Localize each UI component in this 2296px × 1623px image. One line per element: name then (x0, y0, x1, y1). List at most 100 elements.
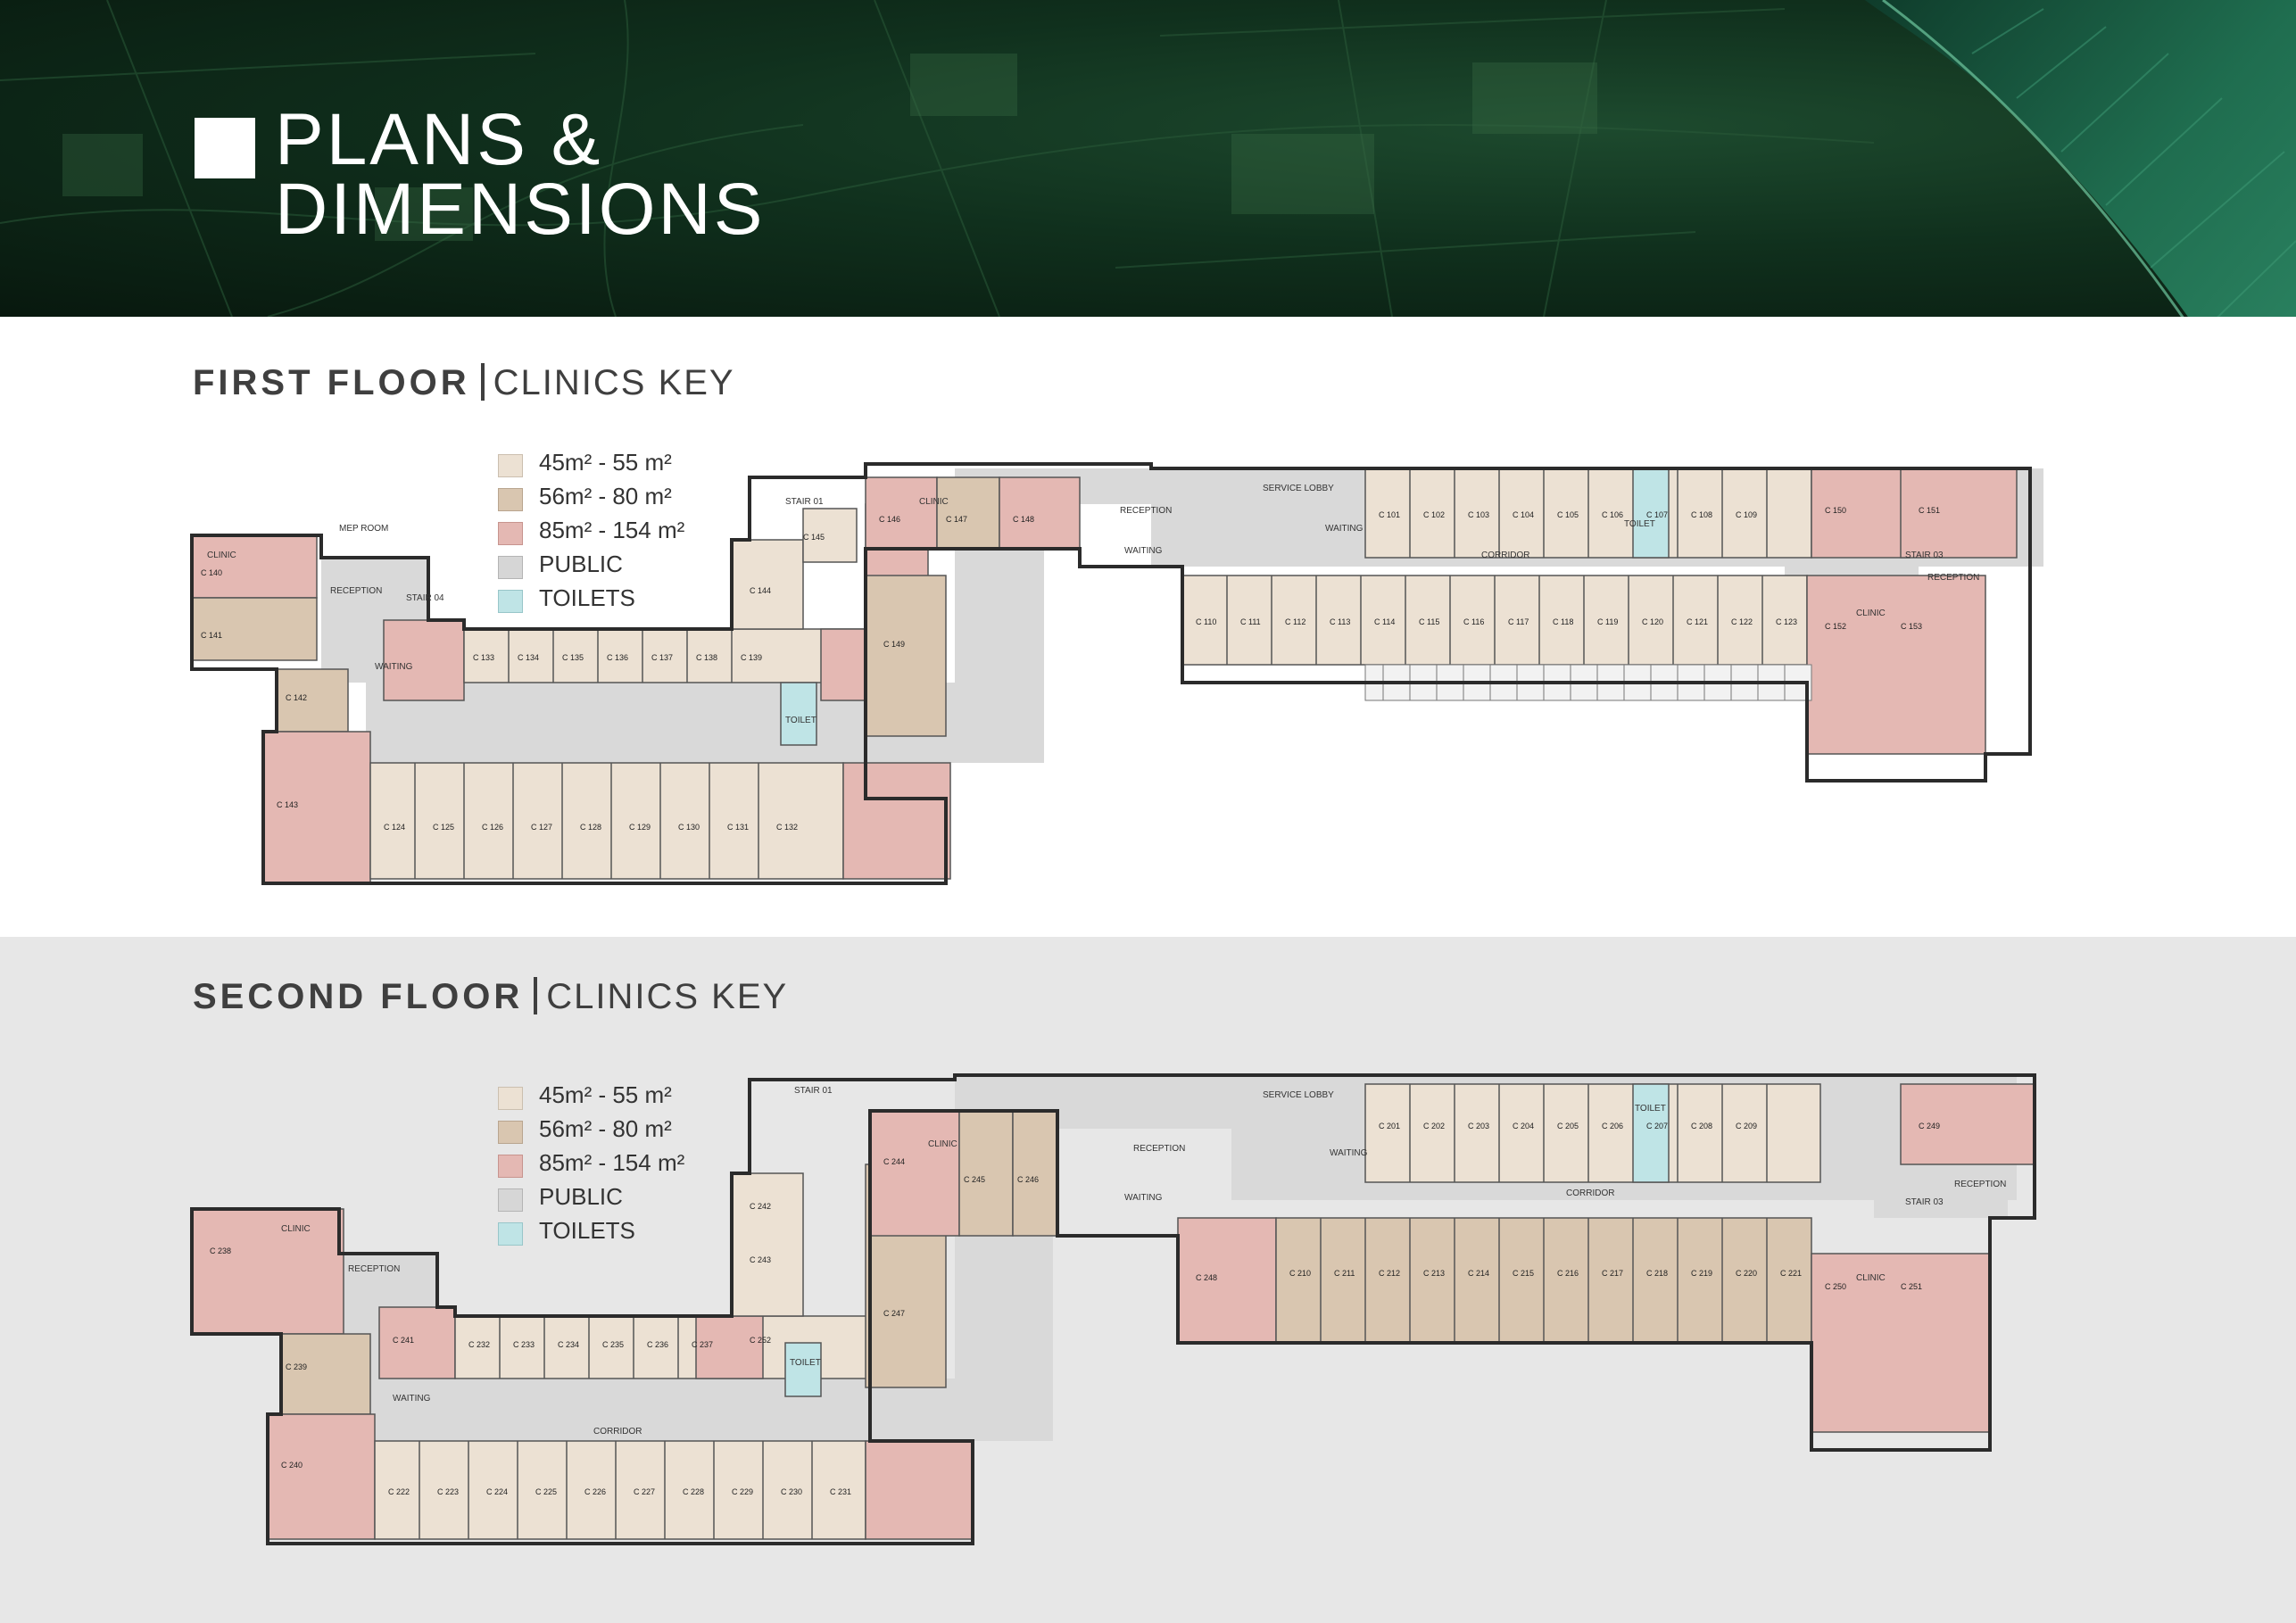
reception-label: RECEPTION (1133, 1144, 1185, 1154)
clinic-number-tag: C 111 (1240, 617, 1261, 626)
clinic-number-tag: C 151 (1919, 506, 1940, 515)
title-line-2: DIMENSIONS (275, 169, 766, 250)
clinic-number-tag: C 104 (1513, 510, 1534, 519)
clinic-number-tag: C 247 (883, 1309, 905, 1318)
clinics-key-label: CLINICS KEY (493, 363, 735, 402)
clinic-number-tag: C 146 (879, 515, 900, 524)
clinic-number-tag: C 229 (732, 1487, 753, 1496)
clinic-number-tag: C 141 (201, 631, 222, 640)
stair-01-label: STAIR 01 (794, 1086, 833, 1096)
legend-label: 45m² - 55 m² (539, 1081, 672, 1108)
clinic-number-tag: C 219 (1691, 1269, 1712, 1278)
clinic-number-tag: C 137 (651, 653, 673, 662)
legend-item: TOILETS (498, 584, 730, 618)
legend-label: 85m² - 154 m² (539, 517, 685, 543)
clinic-number-tag: C 119 (1597, 617, 1618, 626)
clinic-number-tag: C 107 (1646, 510, 1668, 519)
clinic-number-tag: C 139 (741, 653, 762, 662)
stair-03-label: STAIR 03 (1905, 1197, 1944, 1207)
clinic-number-tag: C 123 (1776, 617, 1797, 626)
legend-swatch (498, 590, 523, 613)
clinic-number-tag: C 127 (531, 823, 552, 832)
clinic-number-tag: C 112 (1285, 617, 1305, 626)
corridor-label: CORRIDOR (1566, 1188, 1614, 1198)
legend-item: PUBLIC (498, 1183, 730, 1217)
first-floor-legend: 45m² - 55 m² 56m² - 80 m² 85m² - 154 m² … (498, 449, 730, 618)
second-floor-legend: 45m² - 55 m² 56m² - 80 m² 85m² - 154 m² … (498, 1081, 730, 1251)
toilet-label: TOILET (1624, 519, 1655, 529)
clinic-number-tag: C 227 (634, 1487, 655, 1496)
header-band: PLANS & DIMENSIONS (0, 0, 2296, 317)
clinic-number-tag: C 102 (1423, 510, 1445, 519)
legend-item: PUBLIC (498, 551, 730, 584)
first-floor-plan: MEP ROOM RECEPTION STAIR 04 WAITING TOIL… (178, 415, 2052, 915)
legend-item: TOILETS (498, 1217, 730, 1251)
legend-label: 45m² - 55 m² (539, 449, 672, 476)
clinic-number-tag: C 142 (286, 693, 307, 702)
outer-walls (190, 462, 2032, 885)
clinic-number-tag: C 225 (535, 1487, 557, 1496)
reception-label: RECEPTION (330, 586, 382, 596)
waiting-label: WAITING (1124, 1193, 1163, 1203)
clinic-number-tag: C 234 (558, 1340, 579, 1349)
legend-swatch (498, 522, 523, 545)
toilet-label: TOILET (1635, 1104, 1666, 1114)
clinic-number-tag: C 231 (830, 1487, 851, 1496)
clinic-number-tag: C 215 (1513, 1269, 1534, 1278)
clinic-number-tag: C 152 (1825, 622, 1846, 631)
clinic-number-tag: C 224 (486, 1487, 508, 1496)
clinic-number-tag: C 108 (1691, 510, 1712, 519)
clinic-number-tag: C 133 (473, 653, 494, 662)
legend-label: PUBLIC (539, 551, 623, 577)
clinic-number-tag: C 138 (696, 653, 717, 662)
clinic-number-tag: C 210 (1289, 1269, 1311, 1278)
clinic-number-tag: C 145 (803, 533, 825, 542)
title-square-mark (195, 118, 255, 178)
clinic-number-tag: C 242 (750, 1202, 771, 1211)
clinic-number-tag: C 134 (518, 653, 539, 662)
page-title: PLANS & DIMENSIONS (275, 99, 766, 250)
clinic-label: CLINIC (919, 497, 949, 507)
legend-item: 56m² - 80 m² (498, 1115, 730, 1149)
waiting-label: WAITING (393, 1394, 431, 1404)
reception-label: RECEPTION (1927, 573, 1979, 583)
title-line-1: PLANS & (275, 99, 603, 180)
clinic-number-tag: C 128 (580, 823, 601, 832)
clinic-number-tag: C 246 (1017, 1175, 1039, 1184)
clinic-number-tag: C 216 (1557, 1269, 1579, 1278)
clinic-number-tag: C 206 (1602, 1122, 1623, 1130)
clinic-number-tag: C 153 (1901, 622, 1922, 631)
legend-label: 85m² - 154 m² (539, 1149, 685, 1176)
clinic-number-tag: C 214 (1468, 1269, 1489, 1278)
plan-labels: RECEPTION WAITING CORRIDOR TOILET STAIR … (281, 1086, 2006, 1437)
stair-03-label: STAIR 03 (1905, 551, 1944, 560)
corridor-label: CORRIDOR (1481, 551, 1529, 560)
clinic-number-tag: C 105 (1557, 510, 1579, 519)
reception-label: RECEPTION (348, 1264, 400, 1274)
clinic-number-tag: C 135 (562, 653, 584, 662)
toilet-label: TOILET (785, 716, 816, 725)
unit-dividers (419, 1084, 1768, 1539)
clinic-number-tag: C 117 (1508, 617, 1529, 626)
waiting-label: WAITING (1330, 1148, 1368, 1158)
legend-label: 56m² - 80 m² (539, 1115, 672, 1142)
clinic-number-tag: C 136 (607, 653, 628, 662)
legend-swatch (498, 1222, 523, 1246)
clinic-number-tag: C 205 (1557, 1122, 1579, 1130)
clinic-number-tag: C 230 (781, 1487, 802, 1496)
clinic-number-tag: C 223 (437, 1487, 459, 1496)
clinic-number-tag: C 144 (750, 586, 771, 595)
second-floor-plan-drawing: RECEPTION WAITING CORRIDOR TOILET STAIR … (190, 1073, 2036, 1545)
clinic-number-tag: C 239 (286, 1362, 307, 1371)
clinic-number-tag: C 238 (210, 1246, 231, 1255)
clinic-label: CLINIC (281, 1224, 311, 1234)
legend-label: TOILETS (539, 584, 635, 611)
clinic-number-tag: C 235 (602, 1340, 624, 1349)
clinic-number-tag: C 148 (1013, 515, 1034, 524)
clinic-number-tag: C 203 (1468, 1122, 1489, 1130)
clinic-number-tag: C 204 (1513, 1122, 1534, 1130)
clinic-number-tag: C 244 (883, 1157, 905, 1166)
